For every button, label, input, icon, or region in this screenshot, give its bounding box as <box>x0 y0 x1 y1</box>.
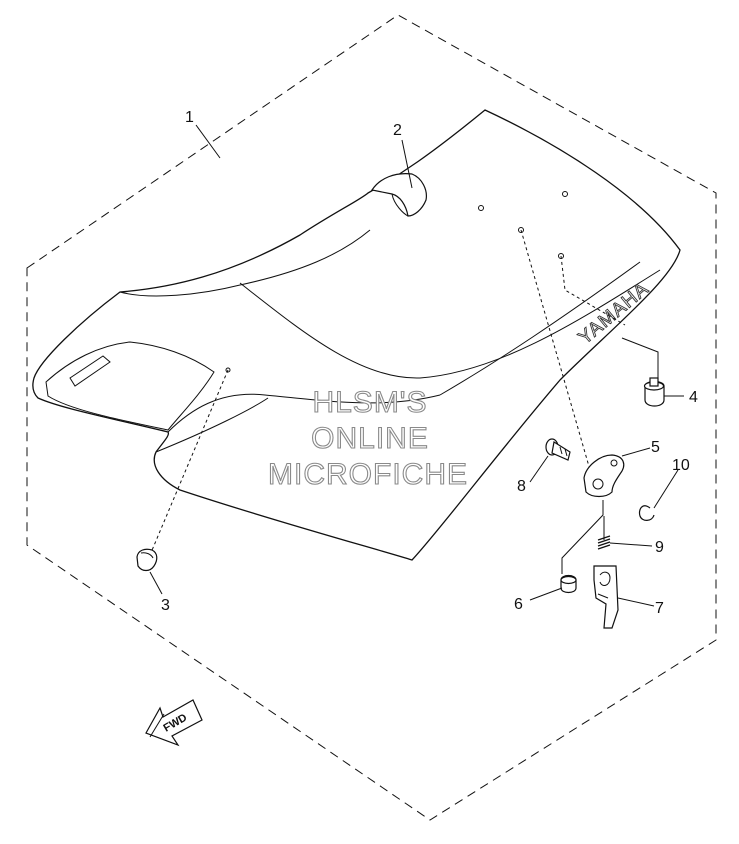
assembly-boundary <box>26 14 717 821</box>
seat-front-rim <box>167 393 441 433</box>
leader-line-5 <box>621 447 651 457</box>
part-6-nut <box>560 574 577 594</box>
seat-hole <box>225 367 231 373</box>
mount-line-front <box>149 369 229 556</box>
leader-line-1 <box>195 124 221 159</box>
callout-9: 9 <box>655 539 664 556</box>
callout-7: 7 <box>655 600 664 617</box>
watermark-line-3: MICROFICHE <box>268 458 468 491</box>
watermark-line-1: HLSM'S <box>312 386 427 419</box>
seat-crease <box>239 269 661 379</box>
seat-brand-text: YAMAHA <box>575 278 653 349</box>
part-3-damper <box>136 548 158 572</box>
leader-line-9 <box>609 542 653 547</box>
seat-assembly: YAMAHA <box>32 109 681 561</box>
forward-arrow-icon: FWD <box>145 699 203 747</box>
seat-hole <box>478 205 484 211</box>
callout-2: 2 <box>393 122 402 139</box>
part-5-lock-bracket <box>583 454 625 498</box>
seat-pocket-strap <box>69 355 111 387</box>
leader-line-10 <box>653 469 679 509</box>
leader-line-2 <box>401 139 413 189</box>
leader-line-4 <box>621 337 684 397</box>
watermark-line-2: ONLINE <box>311 422 429 455</box>
mount-line-rear-1 <box>520 229 591 471</box>
seat-hole <box>562 191 568 197</box>
leader-line-3 <box>149 571 163 595</box>
part-10-clip <box>638 505 655 521</box>
mount-line-rear-2 <box>560 255 626 326</box>
callout-10: 10 <box>672 457 690 474</box>
part-4-damper <box>643 377 665 407</box>
callout-3: 3 <box>161 597 170 614</box>
callout-1: 1 <box>185 109 194 126</box>
watermark: HLSM'S ONLINE MICROFICHE <box>267 385 468 491</box>
part-8-bolt <box>545 438 571 461</box>
seat-hole <box>518 227 524 233</box>
seat-rear-rim <box>439 261 641 396</box>
seat-outline <box>32 109 681 561</box>
callout-5: 5 <box>651 439 660 456</box>
leader-line-6 <box>529 587 563 601</box>
seat-top-edge <box>119 229 371 297</box>
callout-8: 8 <box>517 478 526 495</box>
callout-4: 4 <box>689 389 698 406</box>
part-7-latch <box>593 565 619 629</box>
seat-lower-edge <box>155 397 269 453</box>
callout-6: 6 <box>514 596 523 613</box>
assembly-line-lock <box>561 500 604 574</box>
seat-front-pocket <box>45 341 215 431</box>
leader-line-8 <box>529 455 549 483</box>
leader-line-7 <box>617 597 655 607</box>
part-2-seat-hook <box>371 173 427 217</box>
